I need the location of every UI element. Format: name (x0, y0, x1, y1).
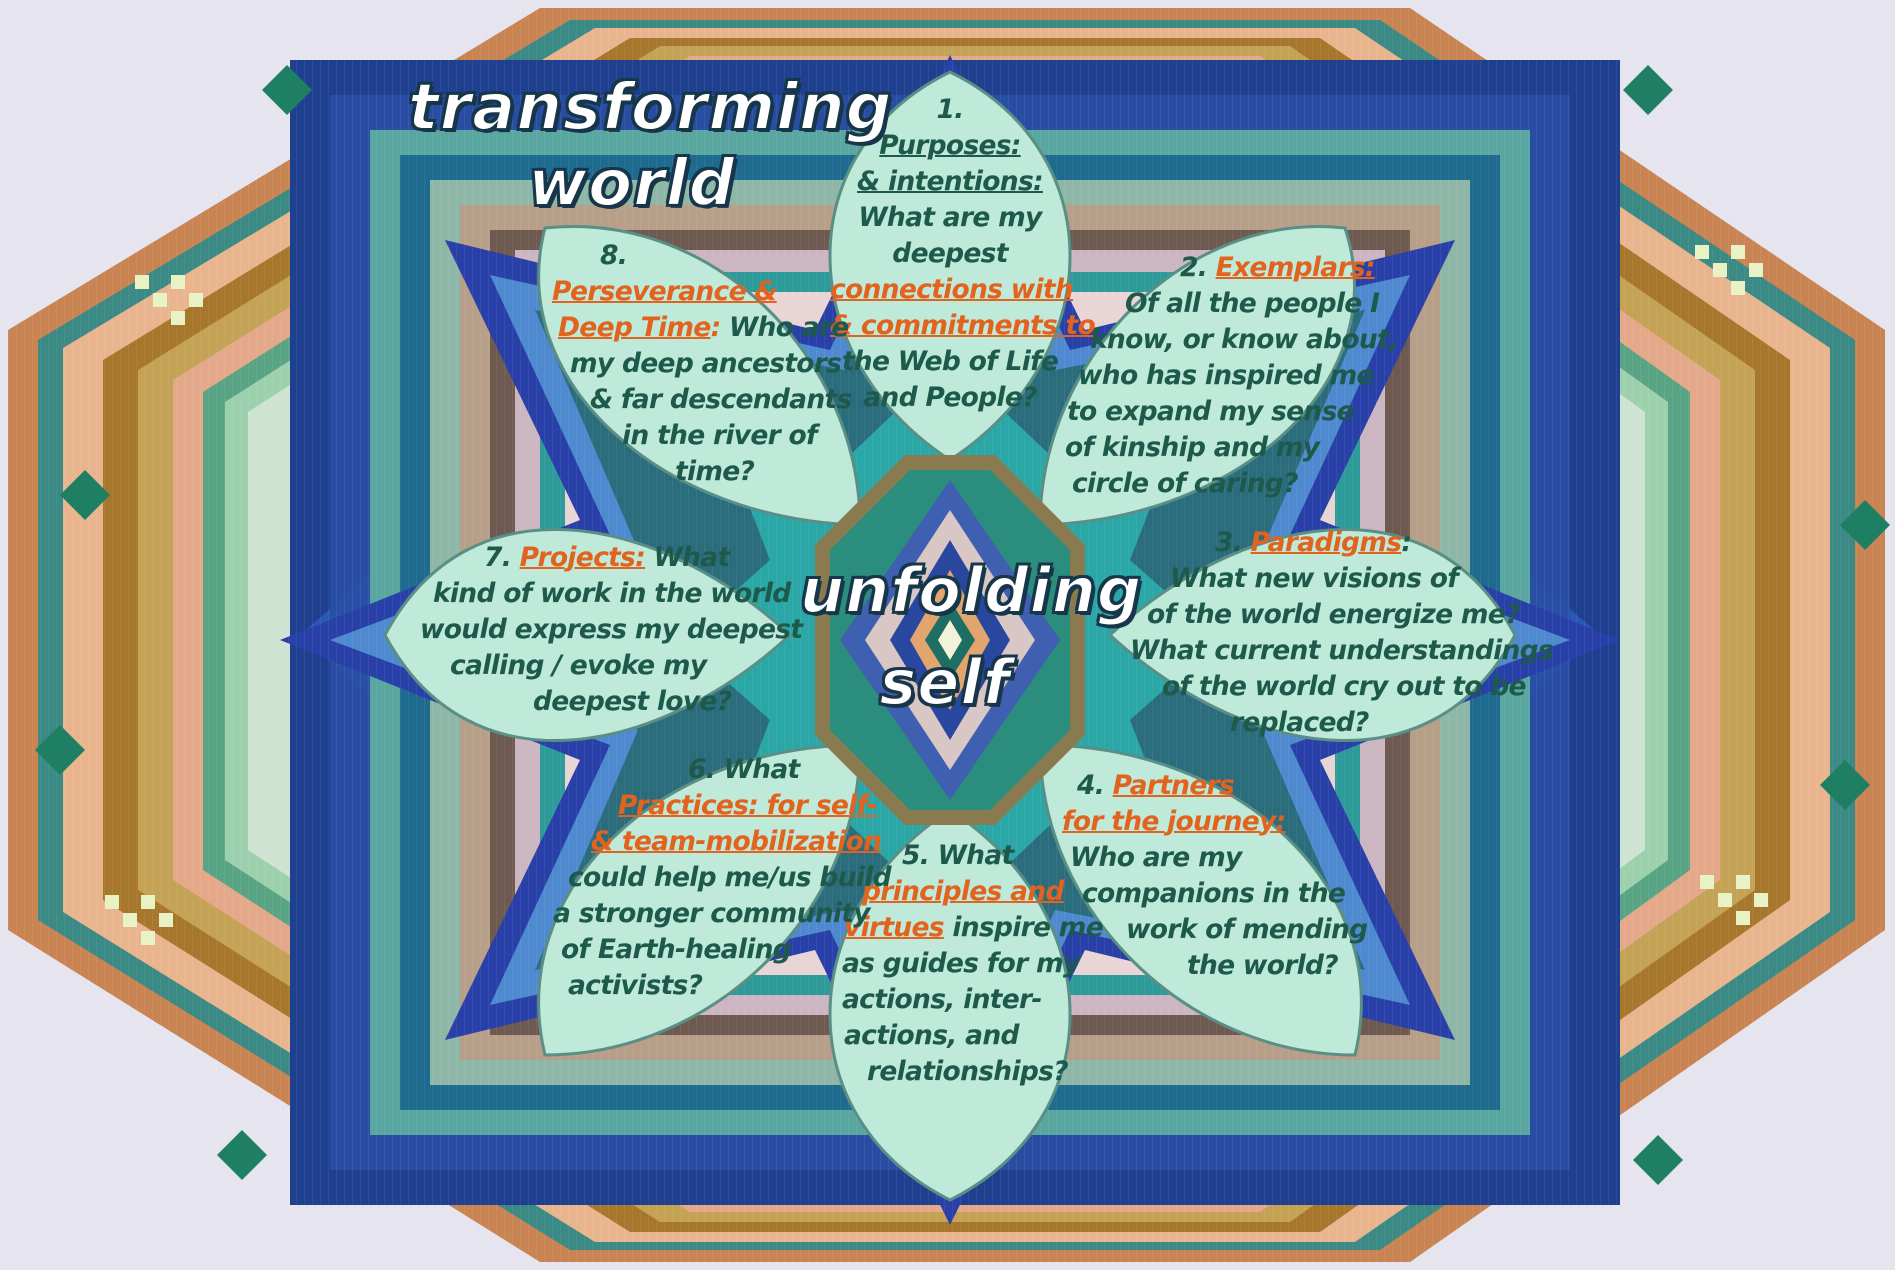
frame-diamond-motifs (105, 245, 1768, 945)
petal-line: of kinship and my (1065, 432, 1320, 463)
petal-number: 4. (1077, 770, 1105, 801)
petal-highlight: principles and (862, 876, 1064, 907)
petal-5-text: 5. What principles and virtues inspire m… (842, 838, 1104, 1090)
petal-1-text: 1. Purposes: & intentions: What are my d… (830, 92, 1096, 416)
petal-heading-row: 4. Partners (1062, 768, 1367, 804)
petal-line: who has inspired me (1078, 360, 1375, 391)
petal-heading: Exemplars: (1215, 252, 1376, 283)
petal-2-text: 2. Exemplars: Of all the people I know, … (1065, 250, 1399, 502)
petal-line: would express my deepest (420, 614, 803, 645)
petal-heading: for the journey: (1062, 806, 1286, 837)
petal-line: & far descendants (590, 384, 852, 415)
petal-line: What current understandings (1130, 635, 1554, 666)
petal-line: What are my (858, 202, 1042, 233)
petal-line: of Earth-healing (561, 934, 792, 965)
petal-line: and People? (863, 382, 1037, 413)
petal-line: a stronger community (553, 898, 871, 929)
petal-line: work of mending (1126, 914, 1368, 945)
corner-title: transforming world (407, 70, 893, 222)
petal-line: my deep ancestors (570, 348, 842, 379)
petal-highlight: & team-mobilization (591, 826, 882, 857)
petal-line: of the world cry out to be (1162, 671, 1527, 702)
petal-7-text: 7. Projects: What kind of work in the wo… (418, 540, 803, 720)
petal-line: actions, inter- (842, 984, 1042, 1015)
petal-line: What new visions of (1170, 563, 1459, 594)
petal-heading: Paradigms (1250, 527, 1402, 558)
petals (383, 70, 1517, 1202)
petal-line: deepest (892, 238, 1008, 269)
center-title: unfolding self (799, 545, 1143, 729)
petal-line: kind of work in the world (433, 578, 791, 609)
petal-4-text: 4. Partners for the journey: Who are my … (1062, 768, 1368, 984)
petal-8-text: 8. Perseverance & Deep Time: Who are my … (552, 238, 852, 490)
petal-line: in the river of (622, 420, 818, 451)
petal-heading: Purposes: (879, 130, 1021, 161)
petal-heading-row: virtues inspire me (842, 910, 1104, 946)
petal-highlight: Perseverance & (552, 276, 777, 307)
petal-line: know, or know about, (1090, 324, 1399, 355)
petal-heading-row: 7. Projects: What (418, 540, 802, 576)
petal-line: inspire me (952, 912, 1103, 943)
petal-heading: Partners (1112, 770, 1235, 801)
petal-line: activists? (568, 970, 703, 1001)
center-woven-octagon (815, 455, 1085, 825)
petal-number: 5. What (902, 840, 1014, 871)
petal-number: 3. (1215, 527, 1243, 558)
corner-title-line1: transforming (407, 70, 893, 146)
petal-line: circle of caring? (1072, 468, 1299, 499)
petal-line: as guides for my (842, 948, 1080, 979)
petal-6-text: 6. What Practices: for self- & team-mobi… (553, 752, 892, 1004)
petal-line: of the world energize me? (1147, 599, 1520, 630)
petal-line: : Who are (710, 312, 850, 343)
petal-number: 2. (1180, 252, 1208, 283)
petal-line: Of all the people I (1125, 288, 1380, 319)
petal-line: could help me/us build (568, 862, 892, 893)
frame-green-knots (35, 65, 1890, 1185)
petal-3 (1107, 527, 1517, 743)
corner-title-line2: world (527, 146, 736, 222)
petal-heading: & intentions: (857, 166, 1044, 197)
petal-number: 7. (484, 542, 512, 573)
petal-heading: Projects: (519, 542, 646, 573)
petal-line: Who are my (1070, 842, 1242, 873)
petal-line: the world? (1187, 950, 1339, 981)
petal-highlight: virtues (844, 912, 945, 943)
petal-line: companions in the (1082, 878, 1346, 909)
center-title-line1: unfolding (799, 553, 1143, 628)
petal-line: to expand my sense (1067, 396, 1355, 427)
petal-number: 6. What (688, 754, 800, 785)
petal-number: 8. (600, 240, 628, 271)
petal-heading-row: 3. Paradigms: (1215, 527, 1412, 558)
petal-line: the Web of Life (841, 346, 1059, 377)
petal-line: calling / evoke my (450, 650, 707, 681)
petal-heading-row: Deep Time: Who are (552, 310, 852, 346)
petal-line: actions, and (844, 1020, 1019, 1051)
petal-highlight: Practices: for self- (618, 790, 878, 821)
petal-line: deepest love? (533, 686, 732, 717)
petal-line: replaced? (1230, 707, 1369, 738)
petal-number: 1. (936, 94, 964, 125)
petal-line: relationships? (867, 1056, 1069, 1087)
petal-3-text: 3. Paradigms: What new visions of of the… (1130, 525, 1554, 741)
petal-heading-row: 2. Exemplars: (1065, 250, 1398, 286)
petal-highlight: & commitments to (830, 310, 1096, 341)
petal-highlight: Deep Time (558, 312, 711, 343)
petal-highlight: connections with (830, 274, 1074, 305)
petal-line: time? (675, 456, 755, 487)
petal-7 (383, 527, 793, 743)
petal-line: What (653, 542, 731, 573)
center-title-line2: self (878, 645, 1011, 720)
